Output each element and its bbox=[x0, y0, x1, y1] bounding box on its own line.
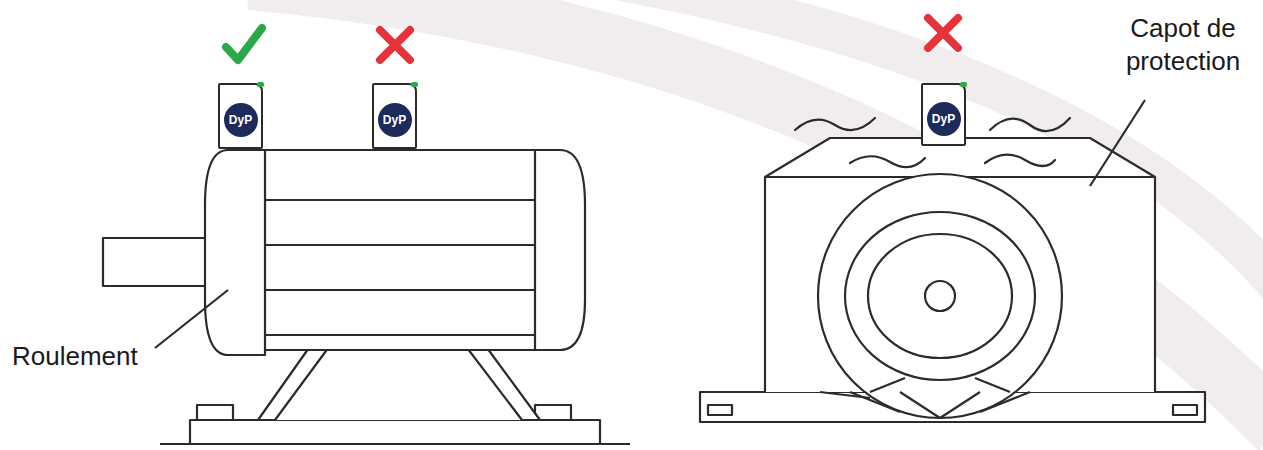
sensor-logo: DyP bbox=[224, 103, 258, 137]
check-mark bbox=[226, 28, 262, 60]
leader-line bbox=[155, 290, 228, 348]
sensor-logo: DyP bbox=[378, 103, 412, 137]
status-led bbox=[257, 82, 264, 87]
bolt bbox=[1173, 405, 1197, 415]
support-legs bbox=[820, 378, 1030, 418]
sensor-logo: DyP bbox=[927, 102, 961, 136]
sensor-brand: DyP bbox=[932, 112, 955, 126]
sensor-brand: DyP bbox=[229, 113, 252, 127]
vibration-sensor: DyP bbox=[372, 83, 417, 149]
ground-line bbox=[160, 443, 630, 445]
cooling-fins bbox=[265, 200, 536, 335]
sensor-brand: DyP bbox=[383, 113, 406, 127]
background-swoosh bbox=[250, 0, 1263, 430]
vibration-sensor: DyP bbox=[921, 83, 966, 146]
leader-line bbox=[1090, 100, 1145, 186]
foot bbox=[535, 405, 571, 420]
shaft-end bbox=[925, 281, 955, 311]
bearing-end-bell bbox=[205, 150, 265, 355]
vibration-sensor: DyP bbox=[218, 83, 263, 149]
status-led bbox=[960, 82, 967, 87]
motor-face bbox=[818, 174, 1062, 418]
part-label: Roulement bbox=[12, 340, 162, 373]
bolt bbox=[708, 405, 732, 415]
motor-ring bbox=[845, 212, 1035, 380]
shaft bbox=[103, 238, 213, 286]
foot bbox=[197, 405, 233, 420]
rear-end-bell bbox=[535, 150, 585, 350]
cross-mark bbox=[380, 18, 958, 60]
motor-body bbox=[258, 150, 543, 350]
part-label: Capot de protection bbox=[1108, 12, 1258, 77]
status-led bbox=[411, 82, 418, 87]
base-plate bbox=[190, 420, 600, 444]
motor-ring bbox=[868, 234, 1012, 358]
